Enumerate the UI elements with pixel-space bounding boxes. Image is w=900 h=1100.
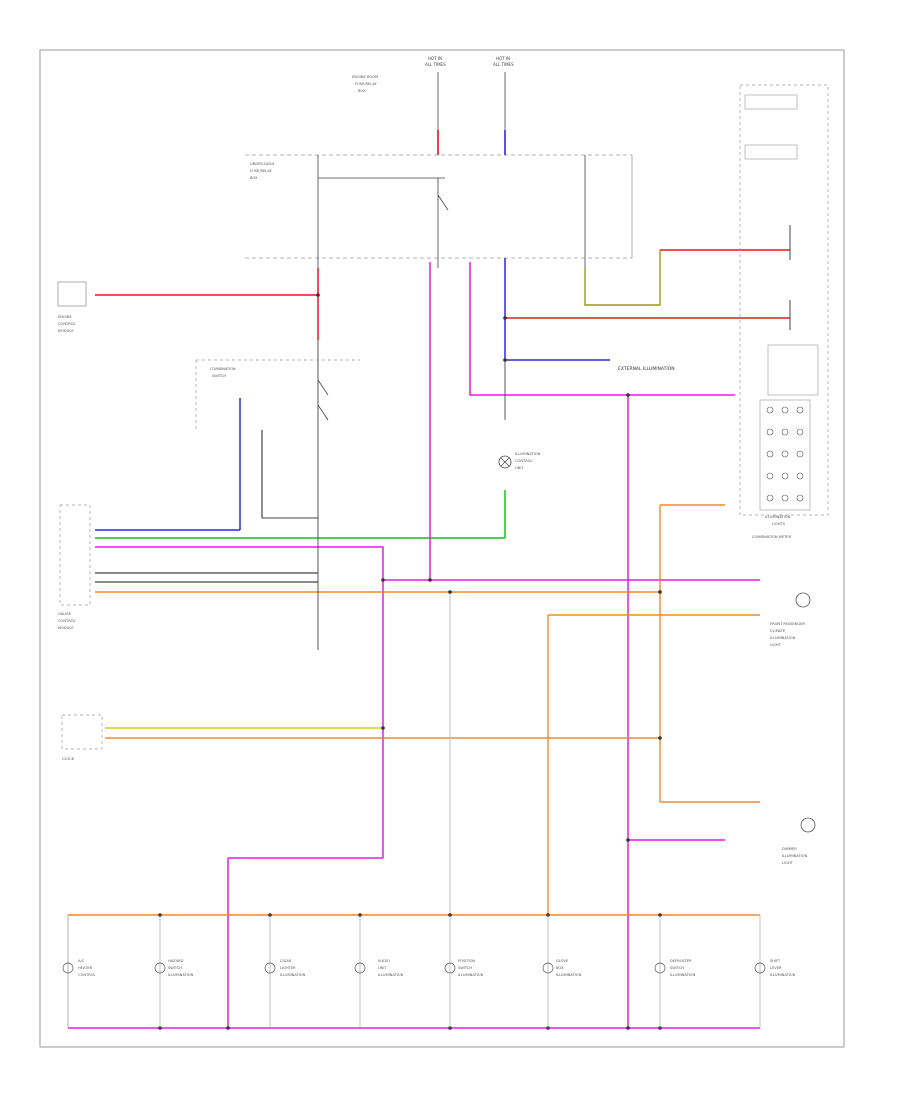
pcm-label-3: MODULE (58, 329, 74, 333)
lamp-8-label-1: SHIFT (770, 959, 781, 963)
lamp-8-label-3: ILLUMINATION (770, 973, 796, 977)
gauge-label-2: CONTROL (58, 619, 76, 623)
lamp-1-label-1: A/C (78, 959, 85, 963)
gauge-label-1: GAUGE (58, 612, 72, 616)
fuse-box-label-2: FUSE/RELAY (355, 82, 377, 86)
combination-switch: COMBINATION SWITCH (195, 359, 360, 430)
illum-control-label-2: CONTROL (515, 459, 533, 463)
dimmer-label-3: LIGHT (782, 861, 794, 865)
gauge-control-module: GAUGE CONTROL MODULE (58, 504, 91, 630)
illumination-lights-label-1: ILLUMINATION (765, 515, 791, 519)
front-passenger-label-4: LIGHT (770, 643, 782, 647)
fuse-box-label-1: ENGINE ROOM (352, 75, 378, 79)
combination-switch-label-2: SWITCH (212, 374, 226, 378)
illumination-control-unit: ILLUMINATION CONTROL UNIT (498, 452, 541, 470)
lamp-3-label-2: LIGHTER (280, 966, 296, 970)
lamp-6-label-2: BOX (556, 966, 564, 970)
lamp-1-label-3: CONTROL (78, 973, 96, 977)
lamp-8-label-2: LEVER (770, 966, 782, 970)
front-passenger-label-3: ILLUMINATION (770, 636, 796, 640)
lamp-6: GLOVE BOX ILLUMINATION (542, 915, 582, 1028)
combination-switch-label-1: COMBINATION (210, 367, 236, 371)
lamp-2: HAZARD SWITCH ILLUMINATION (154, 915, 194, 1028)
dash-fuse-label-1: UNDER-DASH (250, 162, 274, 166)
lamp-4: AUDIO UNIT ILLUMINATION (354, 915, 404, 1028)
lamp-4-label-1: AUDIO (378, 959, 390, 963)
lamp-7-label-1: DEFROSTER (670, 959, 692, 963)
lamp-3-label-3: ILLUMINATION (280, 973, 306, 977)
lamp-7: DEFROSTER SWITCH ILLUMINATION (654, 915, 696, 1028)
power-left-line1: HOT IN (428, 56, 442, 61)
lamp-5-label-2: SWITCH (458, 966, 472, 970)
lamp-7-label-3: ILLUMINATION (670, 973, 696, 977)
bottom-lamp-row: A/C HEATER CONTROL HAZARD SWITCH ILLUMIN… (62, 915, 796, 1028)
illumination-lights-label-2: LIGHTS (772, 522, 786, 526)
lamp-5-label-1: POSITION (458, 959, 475, 963)
combination-meter: ILLUMINATION LIGHTS COMBINATION METER (739, 84, 829, 539)
lamp-3-label-1: CIGAR (280, 959, 292, 963)
front-passenger-illumination: FRONT PASSENGER CLIMATE ILLUMINATION LIG… (770, 592, 811, 647)
power-left-line2: ALL TIMES (425, 62, 446, 67)
illum-control-label-3: UNIT (515, 466, 524, 470)
power-right-line1: HOT IN (496, 56, 510, 61)
fuse-relay-box (245, 154, 633, 268)
diagram-border (39, 49, 845, 1048)
external-illumination-label: EXTERNAL ILLUMINATION (618, 366, 675, 372)
illum-control-label-1: ILLUMINATION (515, 452, 541, 456)
lamp-3: CIGAR LIGHTER ILLUMINATION (264, 915, 306, 1028)
lamp-5-label-3: ILLUMINATION (458, 973, 484, 977)
pcm-label-1: ENGINE (58, 315, 72, 319)
front-passenger-label-2: CLIMATE (770, 629, 786, 633)
dimmer-illumination-light: DIMMER ILLUMINATION LIGHT (782, 817, 816, 865)
engine-control-module: ENGINE CONTROL MODULE (57, 281, 87, 333)
lamp-4-label-2: UNIT (378, 966, 387, 970)
power-feed-left: HOT IN ALL TIMES (425, 56, 446, 155)
lamp-2-label-2: SWITCH (168, 966, 182, 970)
lamp-8: SHIFT LEVER ILLUMINATION (754, 915, 796, 1028)
junction-dots (158, 293, 662, 1030)
lamp-5: POSITION SWITCH ILLUMINATION (444, 915, 484, 1028)
dash-fuse-label-3: BOX (250, 176, 258, 180)
lamp-4-label-3: ILLUMINATION (378, 973, 404, 977)
clock-label: CLOCK (62, 757, 75, 761)
power-right-line2: ALL TIMES (493, 62, 514, 67)
lamp-2-label-1: HAZARD (168, 959, 184, 963)
clock: CLOCK (61, 714, 103, 761)
lamp-6-label-1: GLOVE (556, 959, 569, 963)
gauge-label-3: MODULE (58, 626, 74, 630)
front-passenger-label-1: FRONT PASSENGER (770, 622, 805, 626)
lamp-1-label-2: HEATER (78, 966, 93, 970)
combination-meter-label: COMBINATION METER (752, 535, 792, 539)
lamp-6-label-3: ILLUMINATION (556, 973, 582, 977)
fuse-box-label-3: BOX (358, 89, 366, 93)
lamp-1: A/C HEATER CONTROL (62, 915, 96, 1028)
lamp-2-label-3: ILLUMINATION (168, 973, 194, 977)
pcm-label-2: CONTROL (58, 322, 76, 326)
lamp-7-label-2: SWITCH (670, 966, 684, 970)
dimmer-label-2: ILLUMINATION (782, 854, 808, 858)
dimmer-label-1: DIMMER (782, 847, 797, 851)
dash-fuse-label-2: FUSE/RELAY (250, 169, 272, 173)
power-feed-right: HOT IN ALL TIMES (493, 56, 514, 155)
